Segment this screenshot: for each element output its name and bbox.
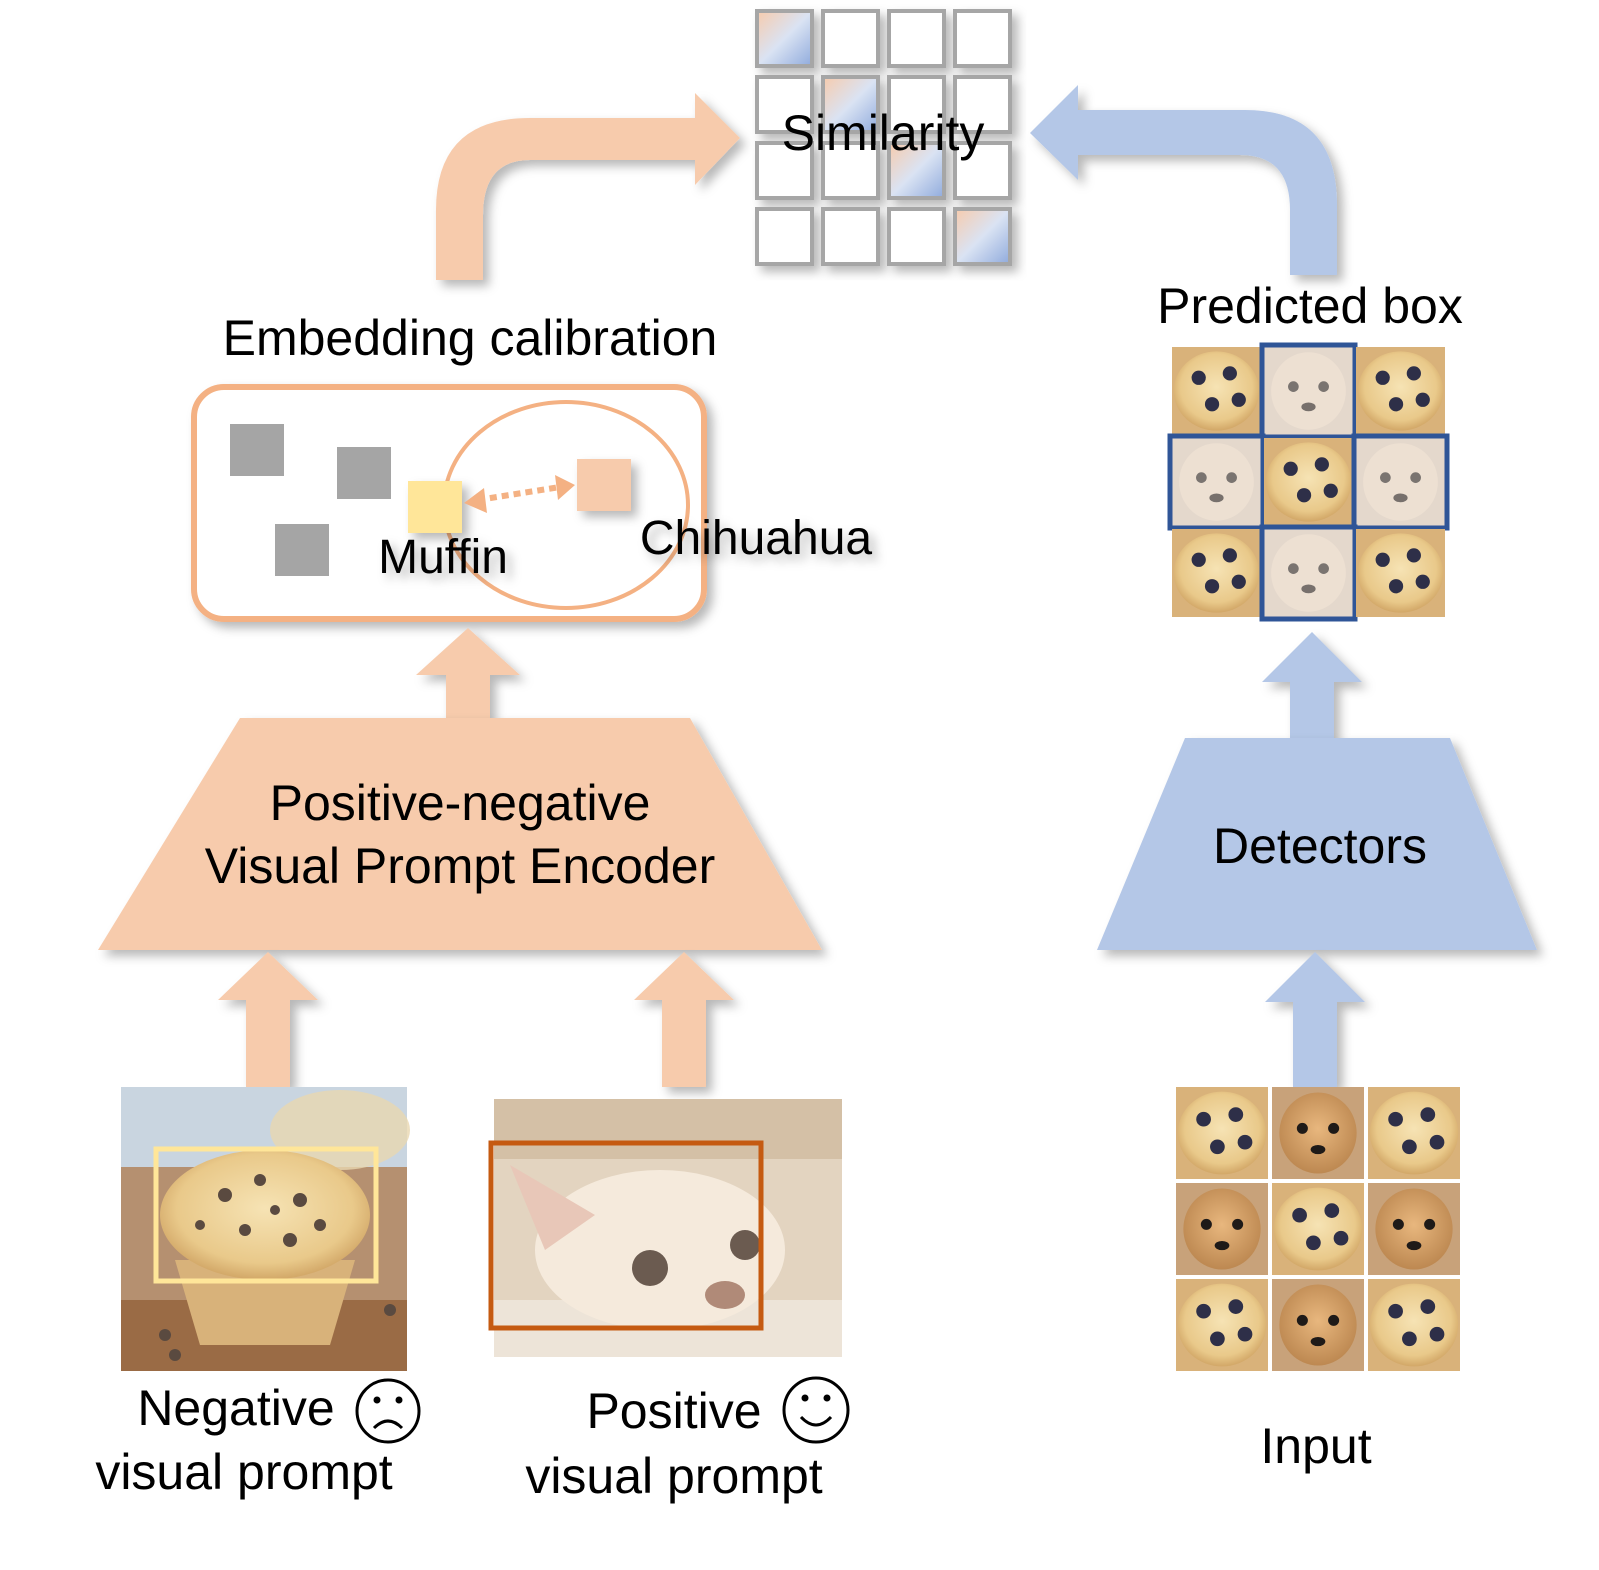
orange-curved-arrow	[436, 93, 740, 280]
predicted-bounding-box	[1259, 342, 1358, 440]
similarity-label: Similarity	[782, 105, 985, 161]
chihuahua-thumbnail	[1356, 438, 1445, 526]
muffin-top	[160, 1150, 370, 1280]
similarity-cell-highlighted	[755, 9, 814, 68]
encoder-label-line2: Visual Prompt Encoder	[205, 838, 715, 894]
negative-prompt-image	[121, 1087, 410, 1371]
similarity-cell	[887, 75, 946, 134]
muffin-thumbnail	[1176, 1087, 1268, 1179]
positive-prompt-box	[488, 1140, 764, 1331]
positive-label-line1: Positive	[586, 1383, 761, 1439]
chihuahua-embedding-point	[577, 459, 631, 511]
muffin-thumbnail	[1172, 347, 1261, 435]
input-label: Input	[1260, 1418, 1371, 1474]
up-arrow-detectors-to-predicted	[1262, 632, 1362, 740]
predicted-box-title: Predicted box	[1157, 278, 1463, 334]
positive-prompt-image	[488, 1099, 842, 1357]
encoder-label-line1: Positive-negative	[270, 775, 651, 831]
negative-label-line1: Negative	[137, 1380, 334, 1436]
embedding-space: Muffin Chihuahua	[191, 384, 873, 622]
similarity-matrix	[755, 9, 1012, 266]
similarity-cell	[953, 75, 1012, 134]
similarity-cell	[755, 75, 814, 134]
similarity-cell-highlighted	[953, 207, 1012, 266]
input-image-grid	[1176, 1087, 1460, 1371]
muffin-embedding-point	[408, 481, 462, 533]
muffin-thumbnail	[1172, 529, 1261, 617]
up-arrow-positive-prompt	[634, 952, 734, 1087]
chihuahua-thumbnail	[1264, 529, 1353, 617]
similarity-cell	[821, 207, 880, 266]
muffin-thumbnail	[1356, 347, 1445, 435]
similarity-cell	[821, 9, 880, 68]
muffin-thumbnail	[1264, 438, 1353, 526]
chihuahua-thumbnail	[1272, 1087, 1364, 1179]
similarity-cell	[953, 141, 1012, 200]
muffin-thumbnail	[1176, 1279, 1268, 1371]
muffin-label: Muffin	[378, 531, 508, 584]
muffin-thumbnail	[1368, 1087, 1460, 1179]
chihuahua-thumbnail	[1172, 438, 1261, 526]
gray-embedding-point	[337, 447, 391, 499]
up-arrow-negative-prompt	[218, 952, 318, 1087]
detectors	[1097, 738, 1537, 950]
predicted-bounding-box	[1351, 433, 1450, 531]
positive-label-line2: visual prompt	[525, 1448, 822, 1504]
chihuahua-thumbnail	[1272, 1279, 1364, 1371]
similarity-cell	[953, 9, 1012, 68]
arrowhead-right-icon	[555, 475, 575, 500]
muffin-thumbnail	[1356, 529, 1445, 617]
similarity-cell	[887, 9, 946, 68]
similarity-cell	[755, 207, 814, 266]
muffin-thumbnail	[1272, 1183, 1364, 1275]
negative-label-line2: visual prompt	[95, 1444, 392, 1500]
gray-embedding-point	[275, 524, 329, 576]
blue-curved-arrow	[1030, 85, 1337, 275]
negative-prompt-box	[153, 1146, 379, 1284]
muffin-thumbnail	[1368, 1279, 1460, 1371]
visual-prompt-encoder	[98, 718, 822, 950]
chihuahua-thumbnail	[1368, 1183, 1460, 1275]
predicted-bounding-box	[1167, 433, 1266, 531]
sad-face-icon	[355, 1378, 421, 1444]
calibration-dotted-line	[477, 484, 561, 503]
chihuahua-thumbnail	[1176, 1183, 1268, 1275]
similarity-cell-highlighted	[887, 141, 946, 200]
smiley-face-icon	[782, 1376, 850, 1444]
up-arrow-input-to-detectors	[1265, 952, 1365, 1087]
similarity-cell-highlighted	[821, 75, 880, 134]
similarity-cell	[887, 207, 946, 266]
predicted-bounding-box	[1259, 524, 1358, 622]
similarity-cell	[821, 141, 880, 200]
arrowhead-left-icon	[464, 488, 487, 513]
chihuahua-label: Chihuahua	[640, 512, 873, 565]
chihuahua-thumbnail	[1264, 347, 1353, 435]
predicted-box-grid	[1167, 342, 1450, 622]
similarity-cell	[755, 141, 814, 200]
embedding-title: Embedding calibration	[223, 310, 718, 366]
up-arrow-encoder-to-embedding	[416, 628, 520, 720]
detectors-label: Detectors	[1213, 818, 1427, 874]
gray-embedding-point	[230, 424, 284, 476]
